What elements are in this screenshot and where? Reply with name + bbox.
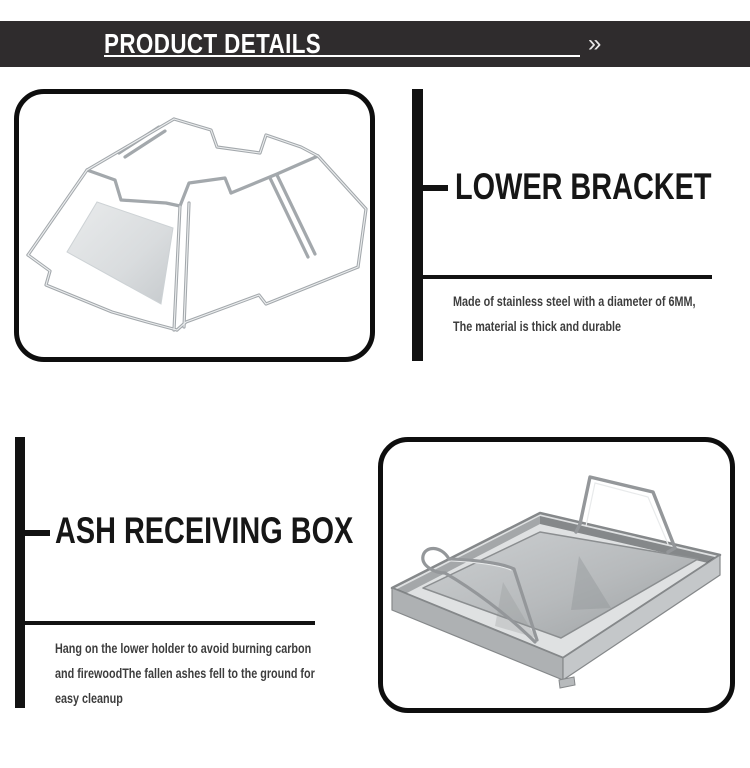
callout-dash-lower-bracket <box>421 185 448 191</box>
ash-receiving-box-photo <box>378 437 735 713</box>
description-line: Made of stainless steel with a diameter … <box>453 294 696 309</box>
divider-lower-bracket <box>412 275 712 279</box>
lower-bracket-description: Made of stainless steel with a diameter … <box>453 289 695 339</box>
divider-ash-box <box>15 621 315 625</box>
description-line: easy cleanup <box>55 691 123 706</box>
ash-box-description: Hang on the lower holder to avoid burnin… <box>55 636 315 711</box>
description-line: and firewoodThe fallen ashes fell to the… <box>55 666 315 681</box>
callout-bar-ash-box <box>15 437 25 708</box>
lower-bracket-photo <box>14 89 375 362</box>
description-line: The material is thick and durable <box>453 319 622 334</box>
double-chevron-right-icon: » <box>588 30 601 57</box>
lower-bracket-illustration <box>26 117 368 332</box>
ash-box-illustration <box>390 475 722 689</box>
section-header-banner: PRODUCT DETAILS » <box>0 21 750 67</box>
page-title: PRODUCT DETAILS <box>104 28 322 59</box>
description-line: Hang on the lower holder to avoid burnin… <box>55 641 312 656</box>
callout-dash-ash-box <box>23 530 50 536</box>
lower-bracket-heading: LOWER BRACKET <box>455 166 712 207</box>
callout-bar-lower-bracket <box>412 89 423 361</box>
title-underline <box>104 55 580 57</box>
ash-box-heading: ASH RECEIVING BOX <box>55 510 354 551</box>
